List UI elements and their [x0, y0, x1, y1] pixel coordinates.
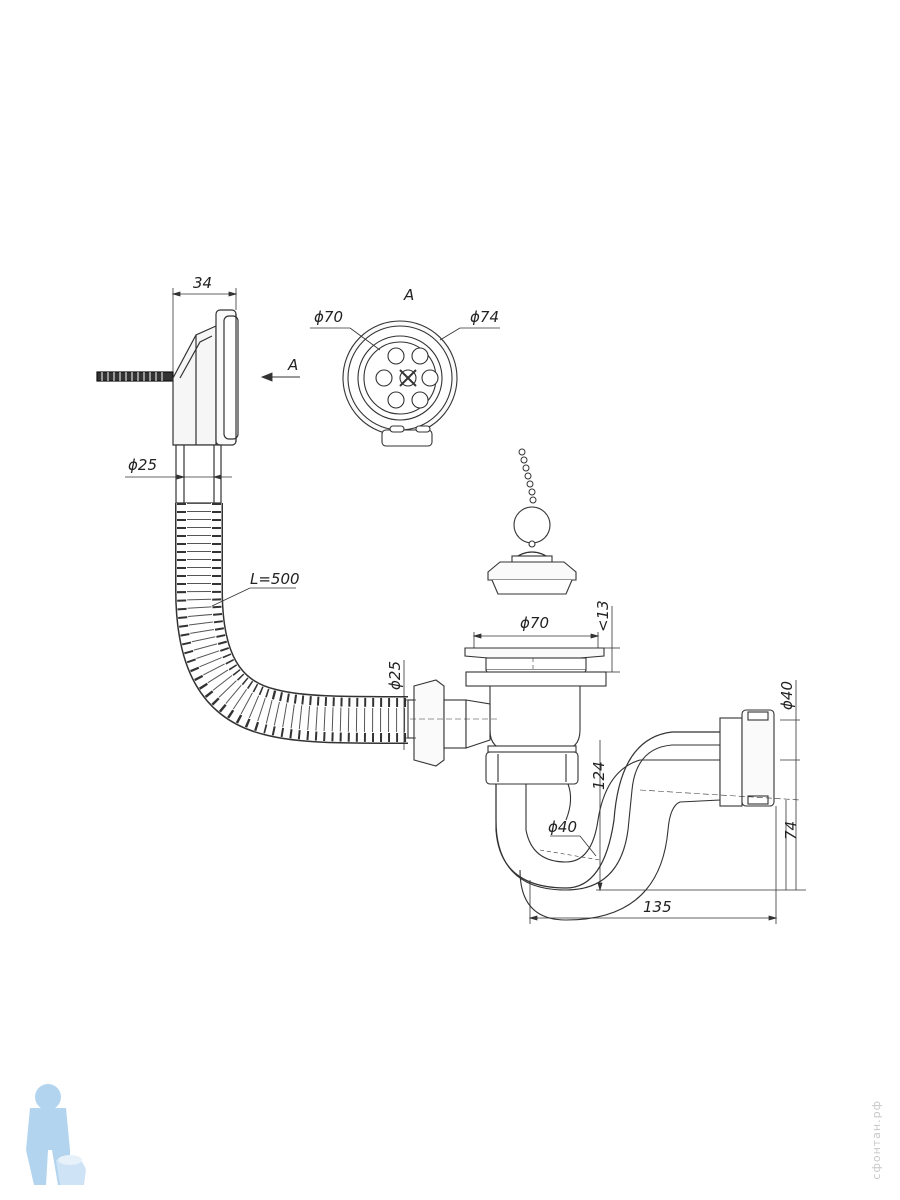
grille-hole [411, 391, 429, 409]
outlet-diameter-label: ϕ40 [778, 681, 796, 710]
grille-hole [387, 347, 405, 365]
hose-length-leader [211, 587, 296, 607]
view-a-arrow-label: A [287, 356, 298, 374]
grille-inner-diameter-label: ϕ70 [314, 308, 343, 326]
plug-with-chain [487, 448, 577, 595]
strainer-drain [464, 647, 607, 785]
dimension-overflow-pipe [125, 474, 232, 480]
plumber-logo [26, 1084, 86, 1185]
corrugated-hose [175, 503, 409, 744]
grille-hole [387, 391, 405, 409]
inlet-diameter-label: ϕ25 [386, 661, 404, 690]
view-a-arrow [260, 372, 300, 382]
bottle-trap [495, 709, 801, 921]
overflow-pipe-diameter-label: ϕ25 [128, 456, 157, 474]
plug-body [487, 561, 577, 581]
trap-diameter-label: ϕ40 [548, 818, 577, 836]
dimensions-lower [403, 606, 806, 924]
hose-length-label: L=500 [250, 570, 300, 588]
overflow-body [172, 325, 217, 446]
outlet-height-label: 74 [782, 821, 800, 840]
strainer-diameter-label: ϕ70 [520, 614, 549, 632]
watermark: сфонтан.рф [870, 1100, 883, 1180]
view-a-title: A [403, 286, 414, 304]
dimension-grille [310, 327, 500, 351]
overflow-width-label: 34 [193, 274, 212, 292]
strainer-height-label: <13 [594, 600, 612, 632]
threaded-rod [96, 371, 174, 382]
side-inlet [407, 679, 500, 767]
trap-height-label: 124 [590, 761, 608, 790]
total-width-label: 135 [643, 898, 672, 916]
overflow-assembly [96, 309, 239, 504]
grille-outer-diameter-label: ϕ74 [470, 308, 499, 326]
grille-hole [375, 369, 393, 387]
grille-hole [411, 347, 429, 365]
dimension-overflow-width [171, 288, 238, 372]
grille-view-a [342, 320, 458, 447]
grille-hole [421, 369, 439, 387]
